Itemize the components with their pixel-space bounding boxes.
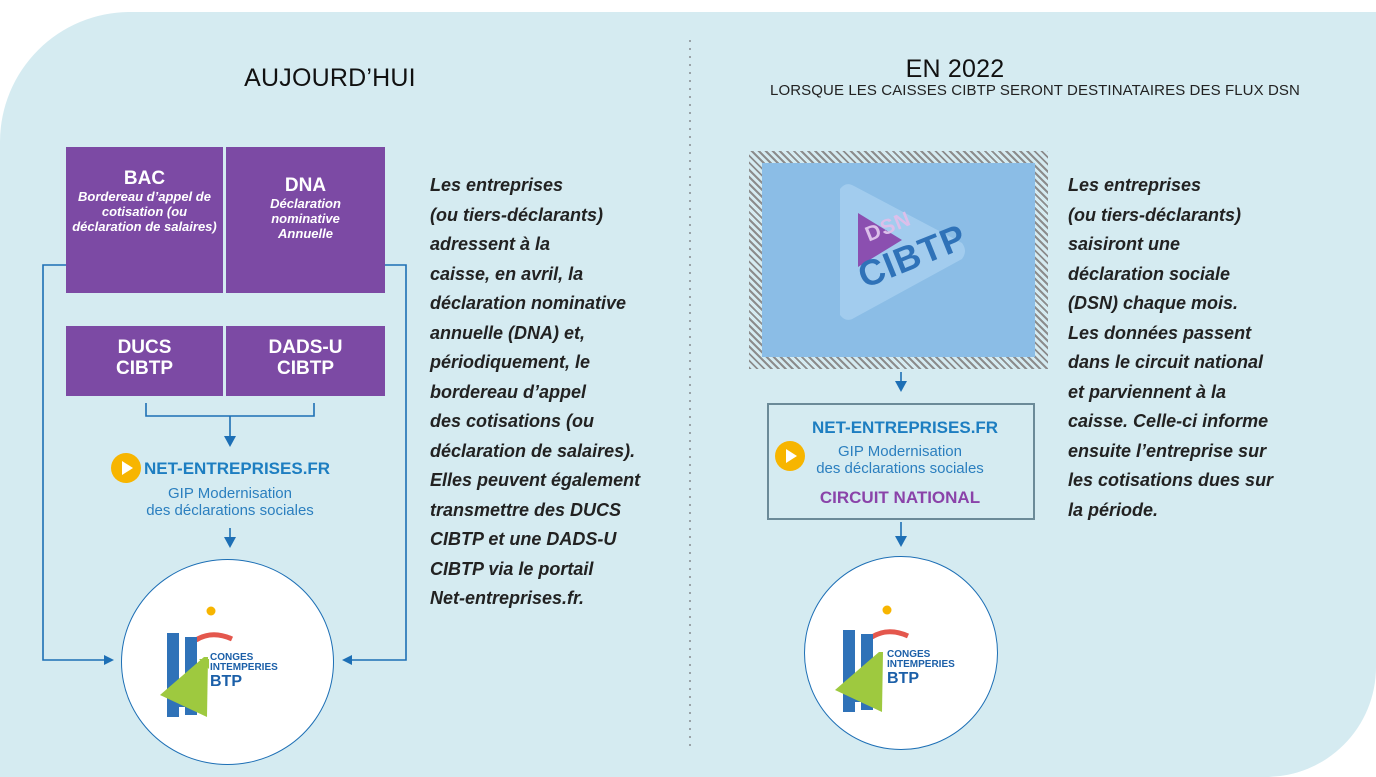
dna-title: DNA [284, 175, 327, 196]
dna-subtitle: Déclaration nominative Annuelle [270, 196, 341, 241]
logo-line3: BTP [210, 673, 242, 690]
net-entreprises-box [767, 403, 1035, 520]
logo-line1: CONGES [887, 649, 931, 660]
logo-line2: INTEMPERIES [210, 662, 278, 673]
right-description: Les entreprises (ou tiers-déclarants) sa… [1068, 175, 1274, 520]
net-entreprises-brand: NET-ENTREPRISES.FR [144, 459, 331, 478]
logo-line3: BTP [887, 670, 919, 687]
play-icon [111, 453, 141, 483]
ducs-title: DUCS CIBTP [116, 337, 173, 379]
right-net-entreprises-subtitle: GIP Modernisation des déclarations socia… [816, 443, 984, 477]
dads-title: DADS-U CIBTP [268, 337, 343, 379]
right-heading: EN 2022 [905, 55, 1005, 83]
arrowhead-icon [342, 655, 352, 665]
left-heading: AUJOURD’HUI [244, 64, 416, 92]
conges-intemperies-logo-icon [160, 606, 234, 717]
bac-title: BAC [123, 168, 166, 189]
right-loop-line [352, 264, 407, 661]
cibtp-circle: CONGES INTEMPERIES BTP [121, 559, 334, 765]
dna-box: DNA Déclaration nominative Annuelle [226, 147, 385, 293]
left-description: Les entreprises (ou tiers-déclarants) ad… [430, 175, 641, 608]
dsn-play-icon [840, 184, 965, 320]
arrowhead-icon [224, 537, 236, 548]
conges-intemperies-logo-icon [835, 605, 910, 712]
arrowhead-icon [224, 436, 236, 447]
arrowhead-icon [895, 536, 907, 547]
circuit-national-label: CIRCUIT NATIONAL [819, 488, 981, 507]
net-entreprises-subtitle: GIP Modernisation des déclarations socia… [146, 485, 314, 519]
arrowhead-icon [895, 381, 907, 392]
bac-subtitle: Bordereau d’appel de cotisation (ou décl… [72, 189, 217, 234]
left-loop-line [42, 264, 104, 661]
logo-line2: INTEMPERIES [887, 659, 955, 670]
cibtp-circle: CONGES INTEMPERIES BTP [804, 556, 998, 750]
bac-box: BAC Bordereau d’appel de cotisation (ou … [66, 147, 223, 293]
logo-line1: CONGES [210, 652, 254, 663]
ducs-box: DUCS CIBTP [66, 326, 223, 396]
right-subheading: LORSQUE LES CAISSES CIBTP SERONT DESTINA… [770, 82, 1300, 99]
play-icon [775, 441, 805, 471]
arrowhead-icon [104, 655, 114, 665]
right-net-entreprises-brand: NET-ENTREPRISES.FR [812, 418, 999, 437]
bracket-line [145, 403, 315, 417]
dads-box: DADS-U CIBTP [226, 326, 385, 396]
